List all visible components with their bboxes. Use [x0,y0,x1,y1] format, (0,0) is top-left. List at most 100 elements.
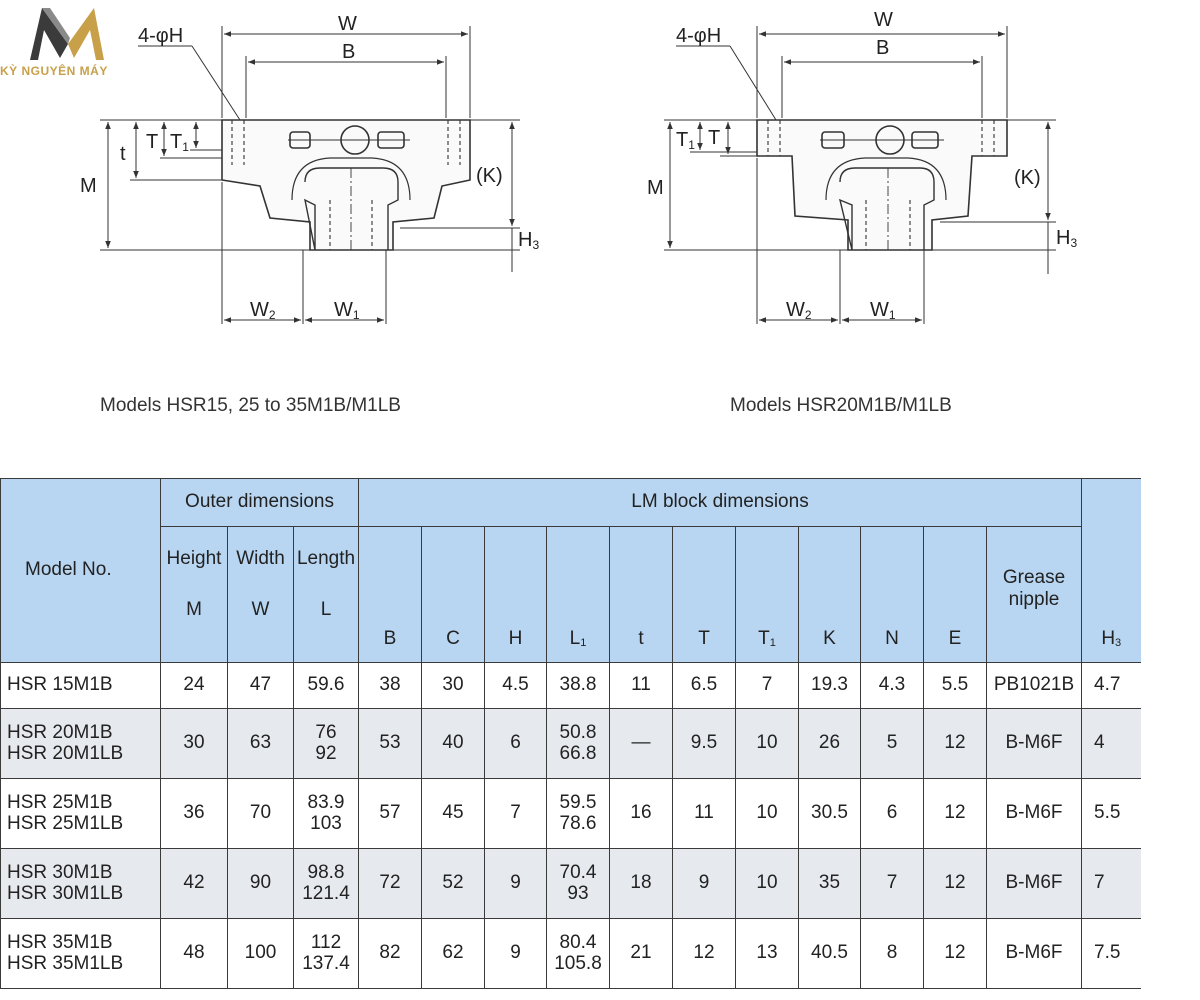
cell-t1: 10 [735,778,799,849]
cell-model: HSR 15M1B [0,662,161,709]
cell-e: 12 [923,848,987,919]
label-w1: W1 [870,299,896,322]
cell-w: 100 [227,918,294,989]
cell-n: 5 [860,708,924,779]
label-t1: T1 [170,131,189,154]
cell-b: 82 [358,918,422,989]
label-k: (K) [1014,167,1041,189]
label-h3: H3 [1056,227,1077,250]
cell-t: 21 [609,918,673,989]
label-hole: 4-φH [138,25,183,47]
drawing-left [100,26,520,324]
header-t-small: t [609,526,673,663]
brand-logo [30,8,104,60]
cell-t1: 7 [735,662,799,709]
cell-c: 52 [421,848,485,919]
header-lm-block-dimensions: LM block dimensions [358,478,1082,527]
cell-k: 19.3 [798,662,861,709]
drawing-right-labels: 4-φH W B M T1 T (K) H3 W2 W1 [647,9,1077,322]
cell-grease: B-M6F [986,848,1082,919]
cell-b: 72 [358,848,422,919]
label-hole: 4-φH [676,25,721,47]
header-k: K [798,526,861,663]
cell-n: 7 [860,848,924,919]
cell-t: — [609,708,673,779]
header-h: H [484,526,547,663]
cell-k: 30.5 [798,778,861,849]
cell-l1: 38.8 [546,662,610,709]
label-h3: H3 [518,229,539,252]
cell-w: 63 [227,708,294,779]
cell-t1: 10 [735,708,799,779]
label-t: T [146,131,158,153]
header-h3: H3 [1081,478,1141,663]
cell-grease: B-M6F [986,708,1082,779]
cell-w: 70 [227,778,294,849]
brand-logo-text: KỲ NGUYÊN MÁY [0,64,108,78]
header-l1: L1 [546,526,610,663]
label-t: T [708,127,720,149]
cell-h3: 4.7 [1081,662,1141,709]
cell-h: 6 [484,708,547,779]
cell-w: 47 [227,662,294,709]
cell-m: 42 [160,848,228,919]
cell-h: 7 [484,778,547,849]
header-grease-nipple: Grease nipple [986,526,1082,663]
cell-h: 4.5 [484,662,547,709]
cell-t: 18 [609,848,673,919]
cell-t1: 13 [735,918,799,989]
cell-h3: 7 [1081,848,1141,919]
cell-e: 5.5 [923,662,987,709]
cell-l: 59.6 [293,662,359,709]
label-b: B [876,37,889,59]
label-w: W [874,9,893,31]
cell-h: 9 [484,848,547,919]
cell-b: 57 [358,778,422,849]
label-w1: W1 [334,299,360,322]
cell-n: 6 [860,778,924,849]
technical-drawings: 4-φH W B M t T T1 (K) H3 W2 W1 [80,9,1077,324]
cell-grease: B-M6F [986,918,1082,989]
cell-m: 48 [160,918,228,989]
cell-t: 9.5 [672,708,736,779]
cell-m: 24 [160,662,228,709]
cell-m: 30 [160,708,228,779]
cell-n: 8 [860,918,924,989]
header-n: N [860,526,924,663]
cell-t: 16 [609,778,673,849]
cell-grease: B-M6F [986,778,1082,849]
drawing-right [664,26,1056,324]
cell-n: 4.3 [860,662,924,709]
header-outer-dimensions: Outer dimensions [160,478,359,527]
label-k: (K) [476,165,503,187]
drawing-left-labels: 4-φH W B M t T T1 (K) H3 W2 W1 [80,13,539,322]
cell-grease: PB1021B [986,662,1082,709]
cell-t: 12 [672,918,736,989]
label-m: M [80,175,97,197]
cell-t: 11 [609,662,673,709]
cell-m: 36 [160,778,228,849]
header-t1: T1 [735,526,799,663]
label-w2: W2 [250,299,276,322]
header-e: E [923,526,987,663]
cell-h3: 5.5 [1081,778,1141,849]
cell-h: 9 [484,918,547,989]
label-w: W [338,13,357,35]
cell-c: 45 [421,778,485,849]
